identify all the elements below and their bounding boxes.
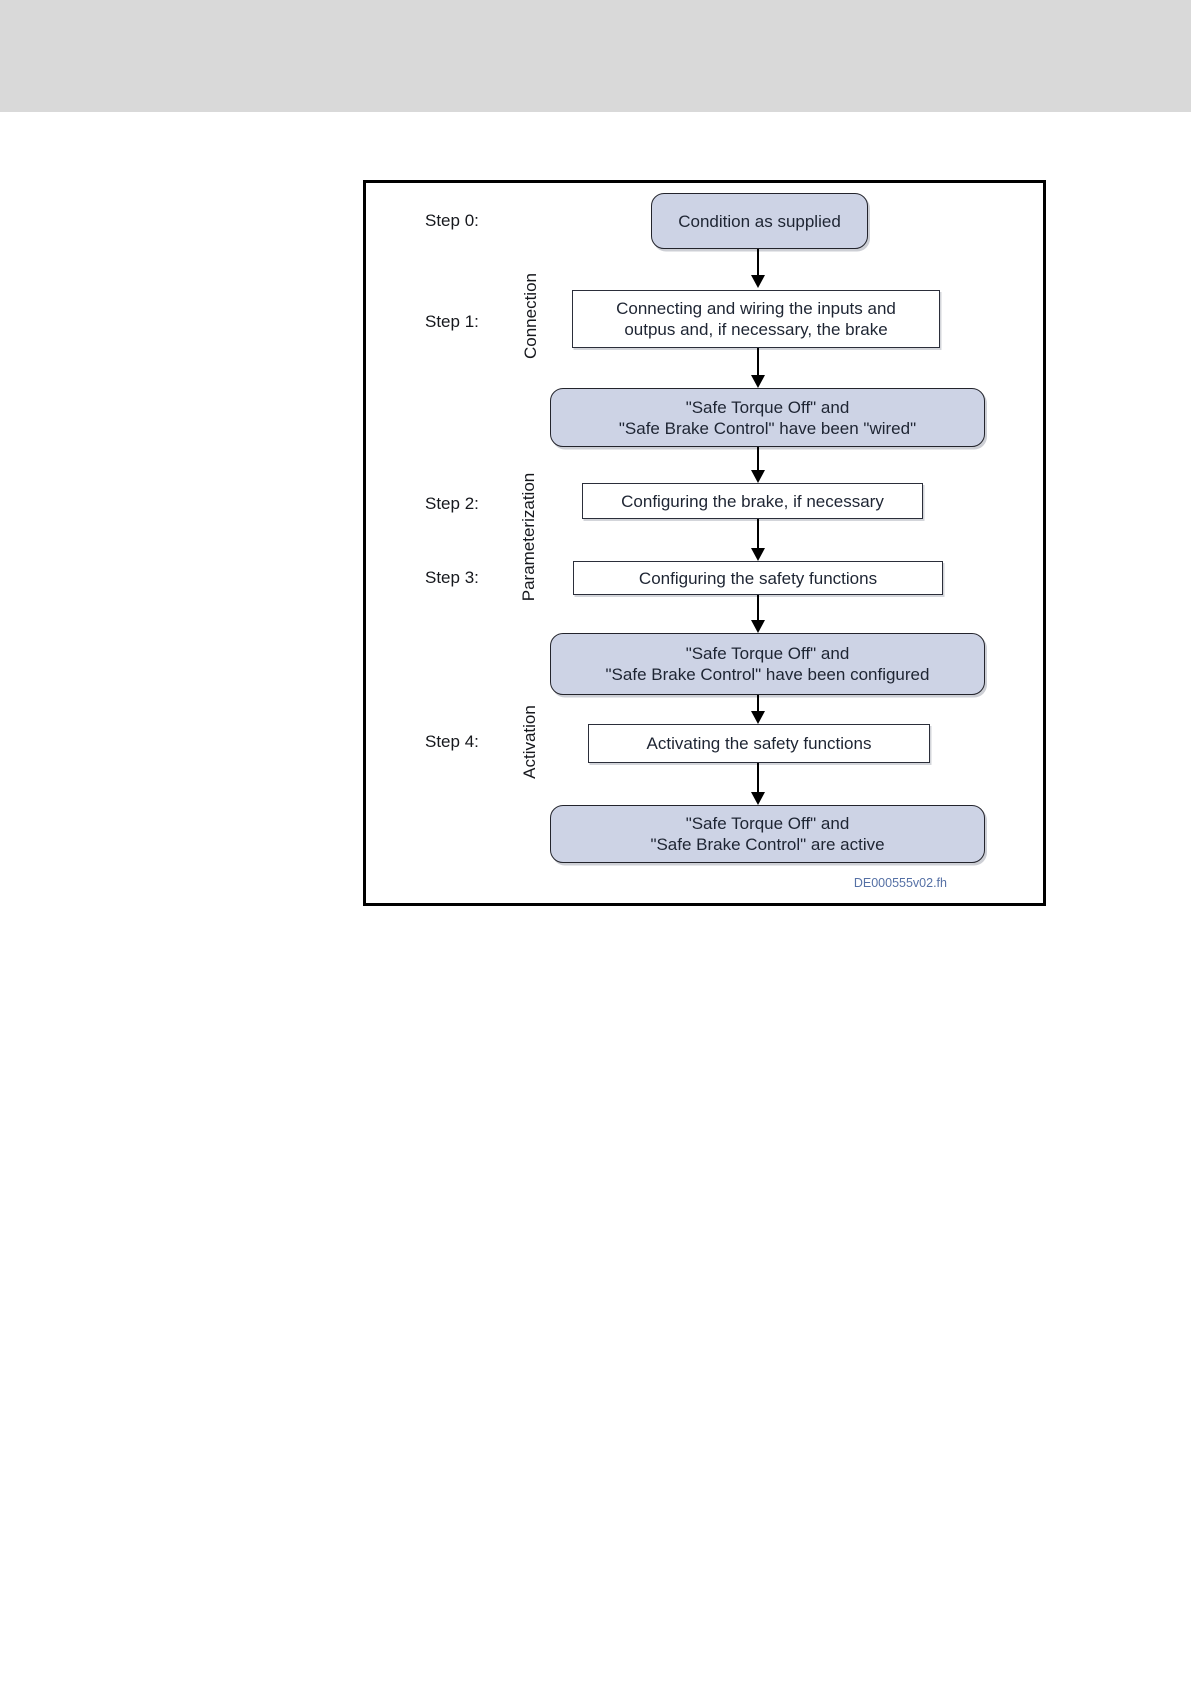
arrow-head-icon <box>751 711 765 724</box>
flow-node-sto-sbc-active: "Safe Torque Off" and "Safe Brake Contro… <box>550 805 985 863</box>
page-header-band <box>0 0 1191 112</box>
flow-arrow-down-5 <box>751 595 765 633</box>
node-text-line: Activating the safety functions <box>646 734 872 753</box>
arrow-head-icon <box>751 792 765 805</box>
flow-node-activating-safety-functions: Activating the safety functions <box>588 724 930 763</box>
node-text-line: "Safe Brake Control" are active <box>650 835 885 854</box>
flow-arrow-down-3 <box>751 447 765 483</box>
arrow-shaft <box>756 763 760 794</box>
node-text-line: Condition as supplied <box>678 211 841 231</box>
step-label-3: Step 3: <box>425 568 479 587</box>
flow-node-configuring-safety-functions: Configuring the safety functions <box>573 561 943 595</box>
arrow-shaft <box>756 447 760 472</box>
node-text-line: outpus and, if necessary, the brake <box>624 320 888 339</box>
arrow-head-icon <box>751 375 765 388</box>
arrow-head-icon <box>751 548 765 561</box>
arrow-head-icon <box>751 470 765 483</box>
step-label-1: Step 1: <box>425 312 479 331</box>
flow-node-sto-sbc-wired: "Safe Torque Off" and "Safe Brake Contro… <box>550 388 985 447</box>
step-label-2: Step 2: <box>425 494 479 513</box>
flow-arrow-down-2 <box>751 348 765 388</box>
flow-node-condition-as-supplied: Condition as supplied <box>651 193 868 249</box>
flow-arrow-down-1 <box>751 249 765 288</box>
flow-arrow-down-4 <box>751 519 765 561</box>
node-text-line: "Safe Torque Off" and <box>685 644 850 663</box>
arrow-shaft <box>756 249 760 277</box>
arrow-head-icon <box>751 620 765 633</box>
flow-node-configuring-brake: Configuring the brake, if necessary <box>582 483 923 519</box>
node-text-line: "Safe Brake Control" have been "wired" <box>618 418 917 438</box>
node-text-line: "Safe Torque Off" and <box>685 814 850 833</box>
arrow-shaft <box>756 519 760 550</box>
phase-label-parameterization: Parameterization <box>519 472 538 602</box>
arrow-shaft <box>756 348 760 377</box>
phase-label-activation: Activation <box>520 705 539 779</box>
phase-label-connection: Connection <box>521 273 540 360</box>
flow-node-connecting-wiring: Connecting and wiring the inputs and out… <box>572 290 940 348</box>
flow-arrow-down-6 <box>751 695 765 724</box>
node-text-line: Configuring the safety functions <box>638 568 878 588</box>
flow-arrow-down-7 <box>751 763 765 805</box>
flowchart-frame: Step 0: Step 1: Step 2: Step 3: Step 4: … <box>363 180 1046 906</box>
node-text-line: "Safe Brake Control" have been configure… <box>605 665 930 684</box>
flow-node-sto-sbc-configured: "Safe Torque Off" and "Safe Brake Contro… <box>550 633 985 695</box>
step-label-4: Step 4: <box>425 732 479 751</box>
flowchart-canvas: Step 0: Step 1: Step 2: Step 3: Step 4: … <box>363 180 1046 906</box>
figure-file-caption: DE000555v02.fh <box>853 876 947 890</box>
node-text-line: "Safe Torque Off" and <box>685 397 850 417</box>
arrow-shaft <box>756 695 760 713</box>
arrow-shaft <box>756 595 760 622</box>
node-text-line: Connecting and wiring the inputs and <box>616 299 896 318</box>
arrow-head-icon <box>751 275 765 288</box>
node-text-line: Configuring the brake, if necessary <box>621 491 884 511</box>
step-label-0: Step 0: <box>425 211 479 230</box>
